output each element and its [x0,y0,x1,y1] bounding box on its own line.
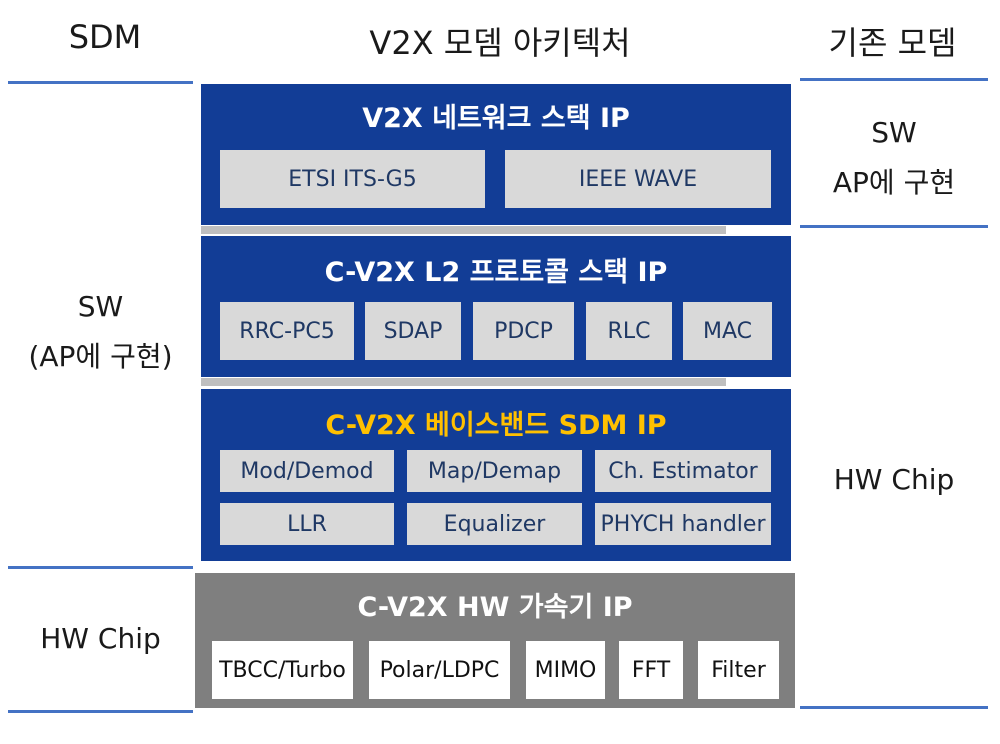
rule-right-top [800,78,988,81]
hw-accelerator-title: C-V2X HW 가속기 IP [357,592,633,623]
header-architecture: V2X 모뎀 아키텍처 [369,24,631,62]
rule-right-bottom [800,706,988,709]
llr-box: LLR [220,503,394,545]
phych-handler-box: PHYCH handler [595,503,771,545]
header-sdm: SDM [68,18,142,56]
hw-accelerator-block: C-V2X HW 가속기 IP TBCC/Turbo Polar/LDPC MI… [195,573,795,708]
left-hw-label: HW Chip [40,622,161,655]
right-sw-line2: AP에 구현 [832,166,956,199]
map-demap-box: Map/Demap [407,450,582,492]
right-sw-label: SW AP에 구현 [800,108,988,208]
rlc-box: RLC [586,302,672,360]
rule-right-middle [800,225,988,228]
polar-ldpc-box: Polar/LDPC [369,641,510,699]
mod-demod-box: Mod/Demod [220,450,394,492]
fft-box: FFT [619,641,683,699]
equalizer-box: Equalizer [407,503,582,545]
mac-box: MAC [683,302,772,360]
rule-left-bottom [8,710,193,713]
rule-left-top [8,81,193,84]
l2-stack-title: C-V2X L2 프로토콜 스택 IP [324,257,668,288]
sdap-box: SDAP [365,302,461,360]
rule-left-middle [8,566,193,569]
etsi-its-g5-box: ETSI ITS-G5 [220,150,485,208]
network-stack-block: V2X 네트워크 스택 IP ETSI ITS-G5 IEEE WAVE [201,84,791,225]
left-sw-line2: (AP에 구현) [28,340,173,373]
rrc-pc5-box: RRC-PC5 [220,302,354,360]
separator-1 [201,226,726,234]
right-hw-label: HW Chip [833,463,955,496]
ch-estimator-box: Ch. Estimator [595,450,771,492]
ieee-wave-box: IEEE WAVE [505,150,771,208]
mimo-box: MIMO [526,641,605,699]
left-sw-line1: SW [77,290,124,323]
separator-2 [201,378,726,386]
right-sw-line1: SW [871,116,917,149]
header-legacy-modem: 기존 모뎀 [828,24,957,62]
left-sw-label: SW (AP에 구현) [8,282,193,382]
baseband-sdm-block: C-V2X 베이스밴드 SDM IP Mod/Demod Map/Demap C… [201,389,791,561]
filter-box: Filter [698,641,779,699]
l2-stack-block: C-V2X L2 프로토콜 스택 IP RRC-PC5 SDAP PDCP RL… [201,236,791,377]
baseband-sdm-title: C-V2X 베이스밴드 SDM IP [325,410,667,441]
tbcc-turbo-box: TBCC/Turbo [212,641,353,699]
pdcp-box: PDCP [473,302,574,360]
network-stack-title: V2X 네트워크 스택 IP [362,103,630,134]
